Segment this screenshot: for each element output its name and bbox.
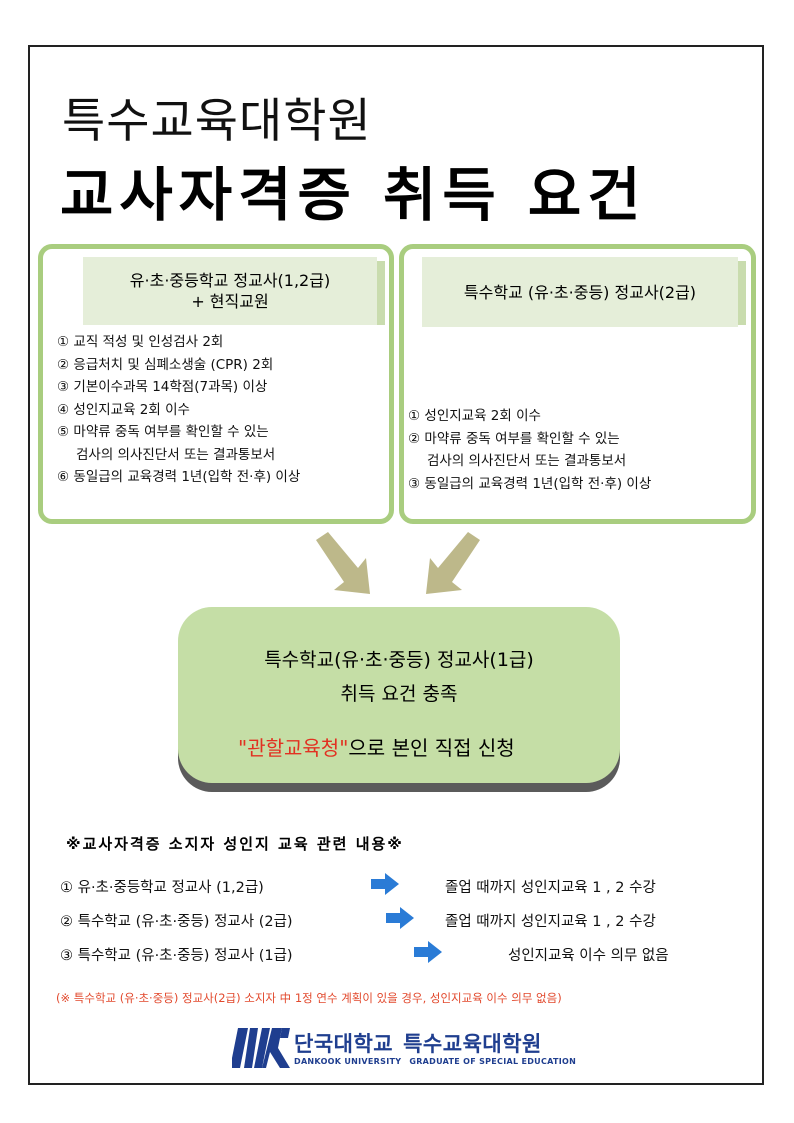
- logo-university-name-en: DANKOOK UNIVERSITY: [294, 1057, 402, 1066]
- heading-accent-bar: [738, 261, 746, 325]
- heading-accent-bar: [377, 261, 385, 325]
- title-line-2: 교사자격증 취득 요건: [60, 161, 647, 229]
- right-panel-heading: 특수학교 (유·초·중등) 정교사(2급): [422, 257, 746, 327]
- title-line-1: 특수교육대학원: [62, 94, 372, 149]
- logo-university-name: 단국대학교: [294, 1032, 394, 1056]
- left-panel-heading: 유·초·중등학교 정교사(1,2급) + 현직교원: [83, 257, 385, 325]
- result-line-1: 특수학교(유·초·중등) 정교사(1급): [264, 649, 534, 671]
- left-heading-line-2: + 현직교원: [191, 292, 269, 311]
- arrow-down-right-icon: [316, 532, 370, 594]
- list-item: ③ 기본이수과목 14학점(7과목) 이상: [57, 379, 268, 395]
- footnote: (※ 특수학교 (유·초·중등) 정교사(2급) 소지자 中 1정 연수 계획이…: [56, 991, 562, 1005]
- university-logo: 단국대학교 특수교육대학원 DANKOOK UNIVERSITY GRADUATE …: [230, 1026, 576, 1074]
- result-line-3-rest: 으로 본인 직접 신청: [348, 736, 515, 760]
- result-line-2: 취득 요건 충족: [340, 683, 458, 705]
- notice-title: ※교사자격증 소지자 성인지 교육 관련 내용※: [66, 835, 404, 853]
- list-item: ⑥ 동일급의 교육경력 1년(입학 전·후) 이상: [57, 469, 301, 485]
- notice-row-2-left: ② 특수학교 (유·초·중등) 정교사 (2급): [60, 914, 293, 930]
- right-requirements-list: ① 성인지교육 2회 이수 ② 마약류 중독 여부를 확인할 수 있는 검사의 …: [408, 405, 651, 495]
- right-requirements-panel: 특수학교 (유·초·중등) 정교사(2급) ① 성인지교육 2회 이수 ② 마약…: [399, 244, 756, 524]
- office-highlight: "관할교육청": [238, 736, 349, 760]
- arrow-right-icon: [371, 873, 399, 895]
- list-item: ② 응급처치 및 심폐소생술 (CPR) 2회: [57, 356, 274, 373]
- arrow-right-icon: [386, 907, 414, 929]
- logo-english-text: DANKOOK UNIVERSITY GRADUATE OF SPECIAL ED…: [294, 1057, 576, 1066]
- result-box: 특수학교(유·초·중등) 정교사(1급) 취득 요건 충족 "관할교육청"으로 …: [178, 607, 620, 783]
- arrow-right-icon: [414, 941, 442, 963]
- notice-row-1-right: 졸업 때까지 성인지교육 1 , 2 수강: [445, 880, 656, 896]
- page-frame: [28, 45, 764, 1085]
- notice-row-3-left: ③ 특수학교 (유·초·중등) 정교사 (1급): [60, 948, 293, 964]
- list-item: 검사의 의사진단서 또는 결과통보서: [427, 453, 627, 469]
- arrow-down-left-icon: [426, 532, 480, 594]
- left-requirements-list: ① 교직 적성 및 인성검사 2회 ② 응급처치 및 심폐소생술 (CPR) 2…: [57, 331, 300, 489]
- notice-row-2-right: 졸업 때까지 성인지교육 1 , 2 수강: [445, 914, 656, 930]
- notice-row-3-right: 성인지교육 이수 의무 없음: [508, 948, 669, 964]
- result-line-3: "관할교육청"으로 본인 직접 신청: [238, 732, 515, 761]
- left-requirements-panel: 유·초·중등학교 정교사(1,2급) + 현직교원 ① 교직 적성 및 인성검사…: [38, 244, 394, 524]
- list-item: 검사의 의사진단서 또는 결과통보서: [76, 446, 276, 463]
- right-heading: 특수학교 (유·초·중등) 정교사(2급): [463, 282, 697, 302]
- list-item: ③ 동일급의 교육경력 1년(입학 전·후) 이상: [408, 475, 652, 492]
- list-item: ⑤ 마약류 중독 여부를 확인할 수 있는: [57, 424, 269, 440]
- left-heading-line-1: 유·초·중등학교 정교사(1,2급): [129, 271, 331, 290]
- dku-emblem-icon: [230, 1028, 290, 1068]
- list-item: ② 마약류 중독 여부를 확인할 수 있는: [408, 430, 620, 447]
- list-item: ① 교직 적성 및 인성검사 2회: [57, 334, 224, 350]
- logo-department-name-en: GRADUATE OF SPECIAL EDUCATION: [409, 1057, 577, 1066]
- notice-row-1-left: ① 유·초·중등학교 정교사 (1,2급): [60, 880, 264, 896]
- logo-korean-text: 단국대학교 특수교육대학원: [294, 1028, 542, 1058]
- list-item: ① 성인지교육 2회 이수: [408, 408, 541, 424]
- logo-department-name: 특수교육대학원: [403, 1032, 542, 1056]
- list-item: ④ 성인지교육 2회 이수: [57, 401, 190, 418]
